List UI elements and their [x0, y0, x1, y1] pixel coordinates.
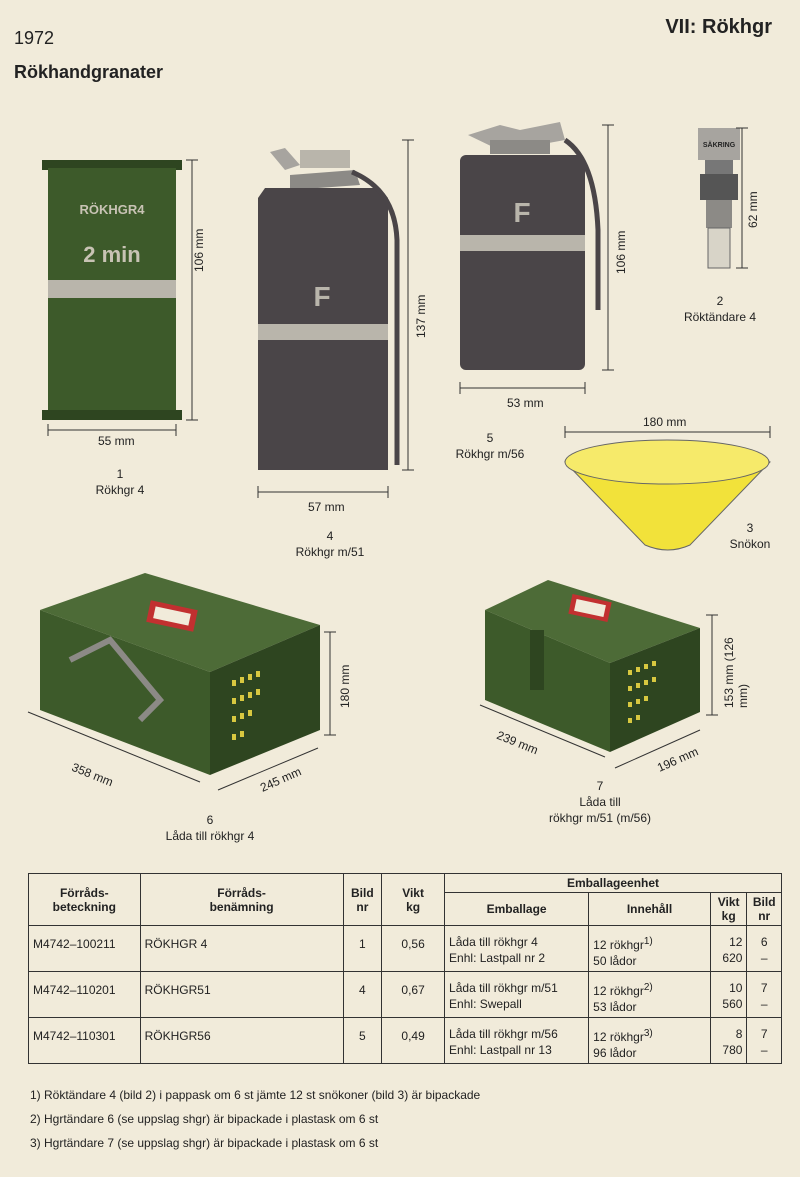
- fig5-caption: 5 Rökhgr m/56: [430, 430, 550, 462]
- fig2-height: 62 mm: [746, 191, 760, 228]
- fig6-name: Låda till rökhgr 4: [165, 829, 255, 843]
- fig7-number: 7: [596, 779, 604, 793]
- cell-bild2: 7–: [746, 1017, 782, 1064]
- cell-bet: M4742–110201: [28, 971, 141, 1018]
- table-row: M4742–110201 RÖKHGR51 4 0,67 Låda till r…: [28, 971, 782, 1018]
- table-row: M4742–100211 RÖKHGR 4 1 0,56 Låda till r…: [28, 925, 782, 972]
- footnote-3: 3) Hgrtändare 7 (se uppslag shgr) är bip…: [30, 1136, 379, 1150]
- footnote-2: 2) Hgrtändare 6 (se uppslag shgr) är bip…: [30, 1112, 379, 1126]
- cell-bild: 4: [342, 971, 383, 1018]
- fig7-caption: 7 Låda till rökhgr m/51 (m/56): [520, 778, 680, 826]
- fig1-caption: 1 Rökhgr 4: [60, 466, 180, 498]
- fig2-label: SÄKRING: [703, 141, 736, 149]
- cell-bild2: 7–: [746, 971, 782, 1018]
- figure-5-rokhgr-m56: F: [459, 122, 614, 394]
- fig4-number: 4: [326, 529, 334, 543]
- cell-ben: RÖKHGR56: [139, 1017, 344, 1064]
- fig5-width: 53 mm: [507, 396, 544, 410]
- cell-innehall: 12 rökhgr2)53 lådor: [588, 971, 711, 1018]
- fig1-height: 106 mm: [192, 228, 206, 272]
- fig4-height: 137 mm: [414, 294, 428, 338]
- fig2-name: Röktändare 4: [683, 310, 757, 324]
- fig1-width: 55 mm: [98, 434, 135, 448]
- figure-6-lada-rokhgr4: [27, 573, 336, 791]
- footnote-1: 1) Röktändare 4 (bild 2) i pappask om 6 …: [30, 1088, 481, 1102]
- fig5-name: Rökhgr m/56: [455, 447, 525, 461]
- cell-vikt: 0,67: [381, 971, 446, 1018]
- cell-bet: M4742–100211: [28, 925, 141, 972]
- fig4-name: Rökhgr m/51: [295, 545, 365, 559]
- cell-innehall: 12 rökhgr1)50 lådor: [588, 925, 711, 972]
- fig3-name: Snökon: [729, 537, 771, 551]
- fig3-width: 180 mm: [643, 415, 687, 429]
- header-forrad-ben: Förråds-benämning: [139, 873, 344, 926]
- cell-innehall: 12 rökhgr3)96 lådor: [588, 1017, 711, 1064]
- header-forrad-bet: Förråds-beteckning: [28, 873, 141, 926]
- fig5-mark: F: [513, 197, 530, 228]
- figure-1-rokhgr4: RÖKHGR4 2 min: [42, 159, 198, 436]
- cell-vikt: 0,56: [381, 925, 446, 972]
- fig7-name-line2: rökhgr m/51 (m/56): [548, 811, 652, 825]
- cell-bild: 5: [342, 1017, 383, 1064]
- cell-vikt: 0,49: [381, 1017, 446, 1064]
- figure-4-rokhgr-m51: F: [257, 139, 414, 498]
- figure-7-lada-rokhgr-m51: [479, 580, 718, 769]
- fig5-height: 106 mm: [614, 230, 628, 274]
- section-title: VII: Rökhgr: [665, 16, 772, 38]
- fig1-name: Rökhgr 4: [95, 483, 145, 497]
- figure-2-roktandare4: SÄKRING: [698, 127, 748, 269]
- fig3-caption: 3 Snökon: [700, 520, 800, 552]
- cell-ben: RÖKHGR51: [139, 971, 344, 1018]
- fig7-name-line1: Låda till: [579, 795, 621, 809]
- cell-ben: RÖKHGR 4: [139, 925, 344, 972]
- table-row: M4742–110301 RÖKHGR56 5 0,49 Låda till r…: [28, 1017, 782, 1064]
- header-emballageenhet: Emballageenhet: [444, 873, 782, 893]
- fig3-number: 3: [746, 521, 754, 535]
- figure-3-snokon: [564, 426, 771, 551]
- fig2-caption: 2 Röktändare 4: [660, 293, 780, 325]
- fig1-label-top: RÖKHGR4: [79, 202, 145, 217]
- year-label: 1972: [14, 28, 55, 48]
- fig6-height: 180 mm: [338, 664, 352, 708]
- fig1-label-mid: 2 min: [83, 242, 140, 267]
- fig2-number: 2: [716, 294, 724, 308]
- fig6-number: 6: [206, 813, 214, 827]
- page-title: Rökhandgranater: [14, 62, 164, 82]
- header-innehall: Innehåll: [588, 892, 711, 926]
- inventory-table: Förråds-beteckning Förråds-benämning Bil…: [28, 873, 782, 1064]
- fig4-mark: F: [313, 281, 330, 312]
- header-emballage: Emballage: [444, 892, 590, 926]
- illustrations: RÖKHGR4 2 min F F: [27, 122, 771, 791]
- fig7-height: 153 mm (126 mm): [722, 637, 750, 708]
- cell-bild: 1: [342, 925, 383, 972]
- fig1-number: 1: [116, 467, 124, 481]
- cell-bild2: 6–: [746, 925, 782, 972]
- fig5-number: 5: [486, 431, 494, 445]
- fig4-caption: 4 Rökhgr m/51: [270, 528, 390, 560]
- table-header-row-1: Förråds-beteckning Förråds-benämning Bil…: [28, 873, 782, 926]
- cell-bet: M4742–110301: [28, 1017, 141, 1064]
- fig4-width: 57 mm: [308, 500, 345, 514]
- fig6-caption: 6 Låda till rökhgr 4: [130, 812, 290, 844]
